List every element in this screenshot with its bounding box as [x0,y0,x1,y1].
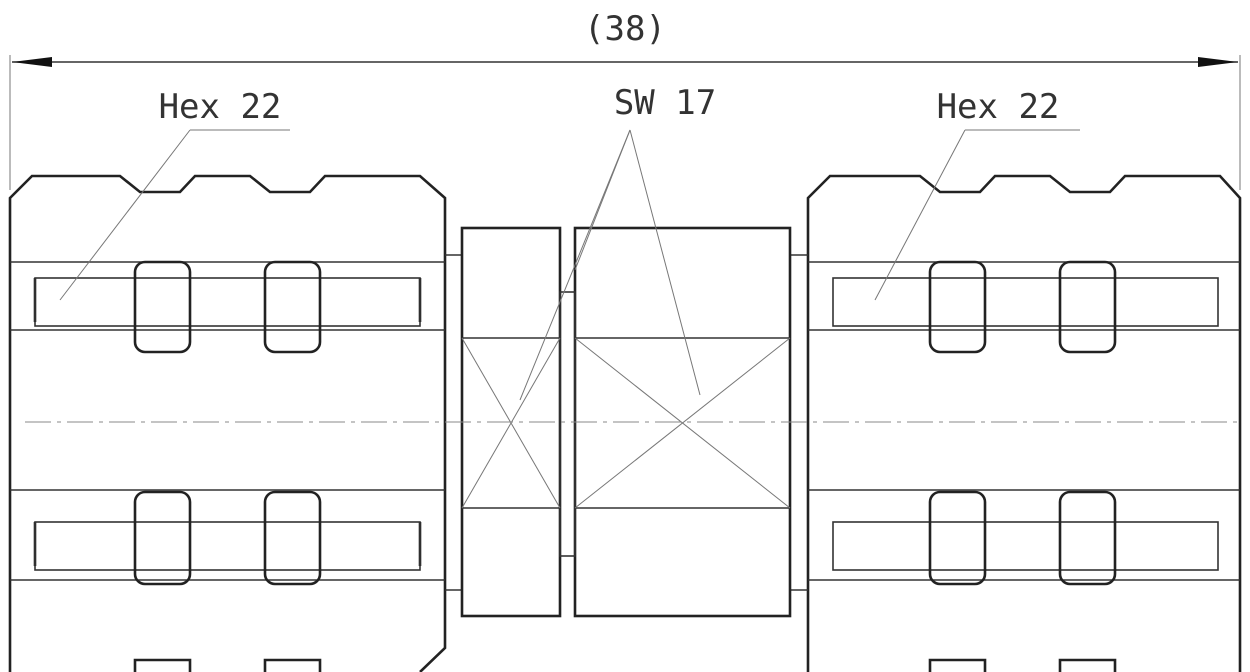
right-hex-nut [806,129,1242,672]
left-hex-nut [8,129,447,672]
sw-label: SW 17 [614,83,716,123]
dimension-label: (38) [584,9,666,49]
center-body [445,129,808,618]
right-hex-label: Hex 22 [937,87,1060,127]
dimension-arrow-right [1198,57,1238,67]
overall-dimension [9,55,1241,190]
dimension-arrow-left [12,57,52,67]
left-hex-label: Hex 22 [159,87,282,127]
